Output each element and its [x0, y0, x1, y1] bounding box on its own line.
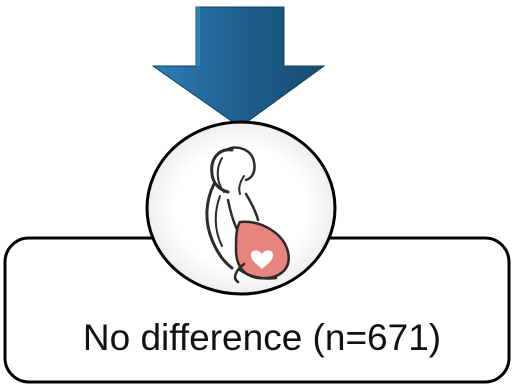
- result-label: No difference (n=671): [22, 310, 502, 366]
- down-arrow-icon: [153, 7, 324, 127]
